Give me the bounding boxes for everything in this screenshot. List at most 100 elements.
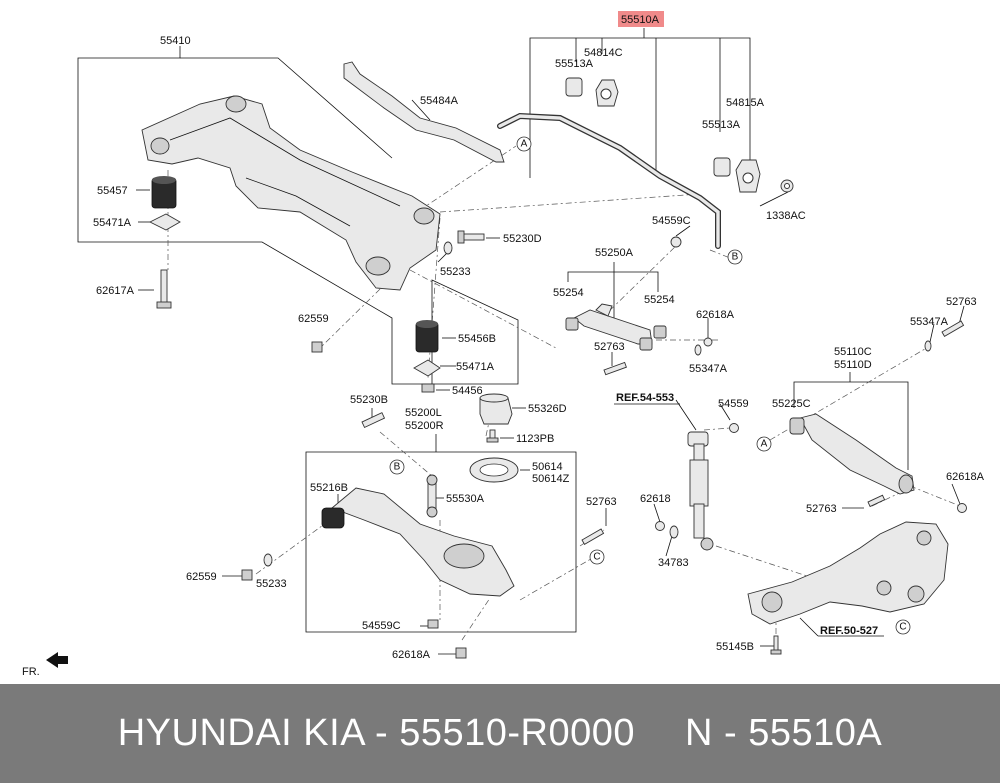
label-62618A-1: 62618A [696,309,735,321]
bolt-55230B [361,412,386,429]
nut-62618A-2 [455,647,467,659]
label-55216B: 55216B [310,482,348,494]
label-55410: 55410 [160,35,191,47]
label-55230D: 55230D [503,233,542,245]
bracket-55484A [343,61,505,163]
svg-text:B: B [732,252,739,263]
label-55200L: 55200L [405,407,442,419]
nut-62618A-3 [957,503,967,513]
label-54559C-2: 54559C [362,620,401,632]
diagram-reference-number: N - 55510A [685,712,883,754]
svg-text:A: A [761,439,768,450]
clamp-54814C [595,79,619,107]
label-62618: 62618 [640,493,671,505]
label-55484A: 55484A [420,95,459,107]
part-labels: 55510A 55410 54814C 55513A 55484A 54815A… [93,14,985,661]
label-55530A: 55530A [446,493,485,505]
label-62618A-3: 62618A [946,471,985,483]
plate-55471A-2 [413,359,441,377]
washer-55233-1 [443,241,453,255]
nut-62618A-1 [703,337,713,347]
stabilizer-link-55530A [426,474,438,518]
label-54559C-1: 54559C [652,215,691,227]
label-50614: 50614 [532,461,563,473]
leader-REF50 [799,617,819,637]
frame-lines [77,28,965,655]
svg-text:C: C [899,622,906,633]
label-34783: 34783 [658,557,689,569]
label-55513A-2: 55513A [702,119,741,131]
label-54559: 54559 [718,398,749,410]
label-55254-1: 55254 [553,287,584,299]
leader-54559C [675,225,691,237]
leader-62618A-3 [951,483,961,505]
leader-34783 [665,535,673,557]
label-55110D: 55110D [834,359,872,371]
arm-55110 [789,413,915,495]
label-55230B: 55230B [350,394,388,406]
label-55110C: 55110C [834,346,872,358]
clamp-54815A [735,159,761,193]
label-62618A-2: 62618A [392,649,431,661]
spring-pad-50614 [469,457,519,483]
leader-55484A [411,99,431,121]
washer-34783 [669,525,679,539]
leader-54559 [719,403,731,421]
washer-55233-2 [263,553,273,567]
washer-55347A-2 [924,340,932,352]
part-number-banner: HYUNDAI KIA - 55510-R0000 N - 55510A [0,684,1000,783]
label-52763-2: 52763 [594,341,625,353]
label-55510A: 55510A [621,14,660,26]
svg-text:A: A [521,139,528,150]
label-55456B: 55456B [458,333,496,345]
leader-62618 [653,503,661,523]
bolt-52763-3 [581,528,605,545]
bolt-52763-top [941,320,965,337]
label-55347A-1: 55347A [689,363,728,375]
nut-54456 [421,383,435,393]
crossmember-part [141,95,441,291]
bracket-55250A [567,271,659,292]
label-62617A: 62617A [96,285,135,297]
arm-55250A [565,303,667,351]
label-54456: 54456 [452,385,483,397]
leader-REF54 [675,399,697,431]
leader-55347A-2 [929,323,935,343]
svg-text:C: C [593,552,600,563]
nut-54559 [729,423,739,433]
bump-stop-55326D [479,393,513,425]
bracket-55110 [793,381,909,470]
bolt-55145B [770,635,782,655]
lower-arm-55200 [321,487,515,597]
marker-a-top: A [516,136,532,152]
label-55200R: 55200R [405,420,444,432]
label-55471A-1: 55471A [93,217,132,229]
label-54814C: 54814C [584,47,623,59]
label-55233-1: 55233 [440,266,471,278]
plate-55471A [148,213,181,231]
label-62559-1: 62559 [298,313,329,325]
label-54815A: 54815A [726,97,765,109]
label-55233-2: 55233 [256,578,287,590]
marker-a-right: A [756,436,772,452]
svg-text:B: B [394,462,401,473]
marker-c-knuckle: C [895,619,911,635]
label-55326D: 55326D [528,403,567,415]
lower-arm-frame [305,434,577,633]
leader-1338AC [759,191,789,207]
label-55347A-2: 55347A [910,316,949,328]
marker-c-arm: C [589,549,605,565]
nut-1338AC [780,179,794,193]
label-50614Z: 50614Z [532,473,570,485]
crossmember-frame-top [180,57,393,159]
bolt-1123PB [486,429,499,443]
nut-62559-2 [241,569,253,581]
label-52763-3: 52763 [586,496,617,508]
reference-markers: A B A B C C [389,136,911,635]
label-55145B: 55145B [716,641,754,653]
label-REF50: REF.50-527 [820,625,878,637]
stabilizer-frame [529,37,751,190]
nut-62618 [655,521,665,531]
nut-62559-1 [311,341,323,353]
